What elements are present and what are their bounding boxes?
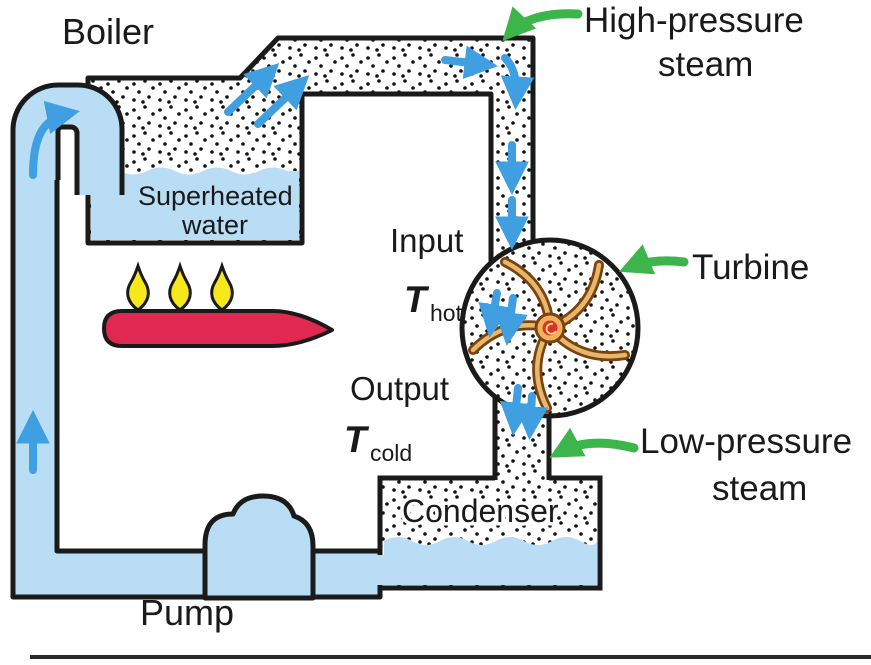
flame-icon — [126, 261, 150, 312]
boiler-inlet-hook — [13, 85, 122, 195]
pump-body — [202, 493, 316, 601]
boiler-inlet-hook-outline-outer — [10, 82, 125, 195]
pointer-arrow-icon — [619, 244, 689, 275]
high-pressure-steam-label-line1: High-pressure — [584, 1, 804, 40]
pump-label: Pump — [140, 592, 234, 633]
turbine-hub-center — [542, 320, 558, 336]
flow-arrow-icon — [254, 75, 310, 128]
t-cold-symbol: T — [344, 419, 370, 460]
turbine-label: Turbine — [692, 248, 809, 287]
low-pressure-steam-label-line1: Low-pressure — [640, 422, 852, 461]
pointer-arrow-icon — [549, 427, 639, 458]
flow-arrow-icon — [29, 100, 80, 179]
flames — [126, 261, 234, 312]
boiler-inlet-hook-outline-inner — [55, 124, 80, 195]
flow-arrow-icon — [441, 45, 499, 79]
output-label: Output — [350, 370, 449, 407]
condenser-outlet-opening — [376, 555, 385, 585]
boiler-water — [91, 167, 299, 240]
input-label: Input — [390, 222, 463, 259]
turbine-hub-swirl-icon — [545, 322, 557, 335]
flow-arrow-icon — [499, 384, 534, 437]
flow-arrow-icon — [478, 289, 512, 338]
condenser-label: Condenser — [402, 493, 559, 529]
flame-icon — [210, 261, 234, 312]
flow-arrow-icon — [224, 63, 280, 116]
superheated-water-label-line1: Superheated — [138, 181, 293, 211]
t-hot-subscript: hot — [430, 300, 463, 326]
superheated-water-label-line2: water — [181, 210, 248, 240]
t-hot-symbol: T — [404, 279, 430, 320]
high-pressure-steam-label-line2: steam — [658, 45, 753, 84]
heater-element — [102, 309, 334, 348]
low-pressure-steam-label-line2: steam — [712, 469, 807, 508]
flow-arrows — [16, 45, 549, 474]
boiler-label: Boiler — [62, 11, 154, 52]
flow-arrow-icon — [500, 54, 535, 111]
flow-arrow-icon — [494, 294, 528, 346]
pointer-arrows — [502, 6, 689, 458]
flame-icon — [168, 261, 192, 312]
condenser-water — [384, 537, 597, 585]
pointer-arrow-icon — [502, 6, 583, 42]
flow-arrow-icon — [514, 392, 549, 441]
t-cold-subscript: cold — [370, 440, 412, 466]
